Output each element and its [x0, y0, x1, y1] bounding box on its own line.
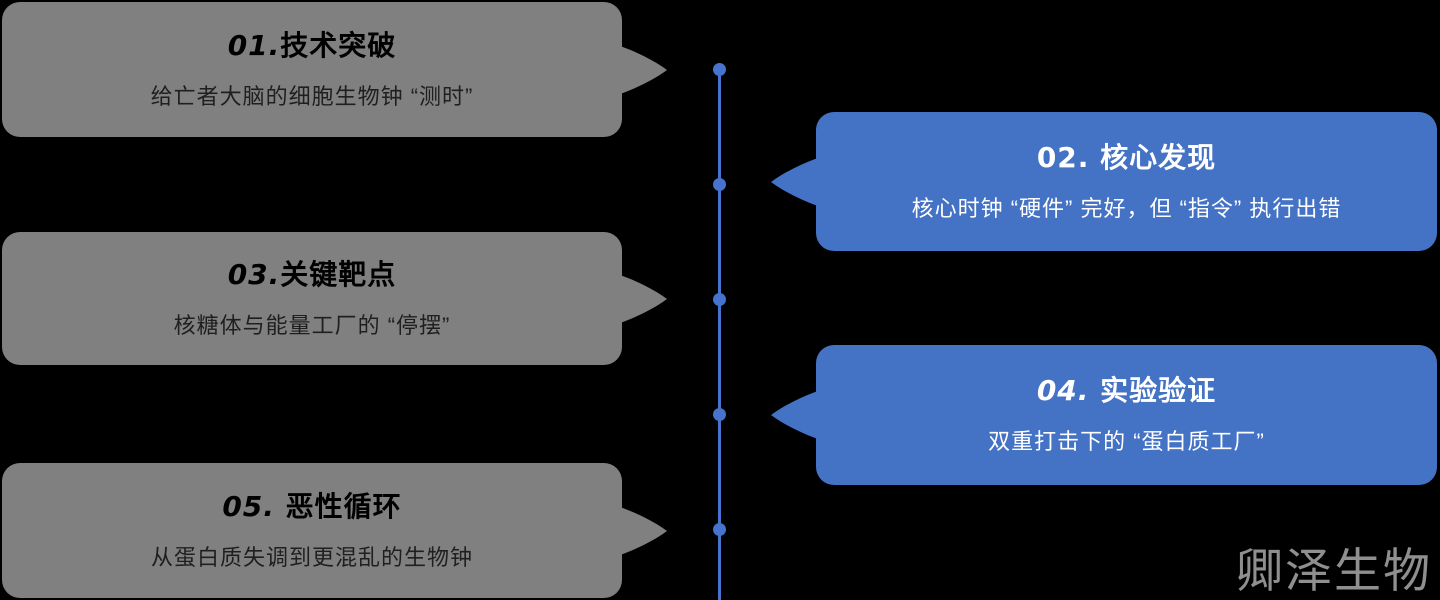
step-title-text: 实验验证 [1100, 375, 1217, 406]
step-title-text: 关键靶点 [280, 258, 397, 290]
step-title-text: 技术突破 [280, 29, 397, 61]
step-number: 02. [1036, 140, 1101, 174]
step-bubble-03: 03.关键靶点 核糖体与能量工厂的 “停摆” [2, 232, 667, 365]
timeline-node-5 [713, 523, 726, 536]
step-bubble-05: 05. 恶性循环 从蛋白质失调到更混乱的生物钟 [2, 463, 667, 598]
step-title: 01.技术突破 [227, 28, 397, 62]
timeline-line [718, 69, 721, 600]
step-subtitle: 从蛋白质失调到更混乱的生物钟 [150, 544, 473, 570]
step-title: 04. 实验验证 [1037, 377, 1216, 405]
step-bubble-04: 04. 实验验证 双重打击下的 “蛋白质工厂” [771, 345, 1437, 485]
bubble-tail-left-icon [771, 157, 818, 206]
timeline-node-3 [713, 293, 726, 306]
bubble-tail-right-icon [620, 506, 667, 555]
timeline-node-4 [713, 408, 726, 421]
step-title: 03.关键靶点 [227, 257, 397, 291]
step-bubble-02: 02. 核心发现 核心时钟 “硬件” 完好，但 “指令” 执行出错 [771, 112, 1437, 251]
step-bubble-01: 01.技术突破 给亡者大脑的细胞生物钟 “测时” [2, 2, 667, 137]
step-number: 04. [1036, 374, 1101, 407]
timeline-node-1 [713, 63, 726, 76]
bubble-tail-right-icon [620, 45, 667, 94]
bubble-tail-left-icon [771, 391, 818, 439]
step-number: 03. [227, 257, 281, 291]
step-number: 01. [227, 28, 281, 62]
brand-watermark: 卿泽生物 [1236, 546, 1432, 598]
step-subtitle: 核糖体与能量工厂的 “停摆” [173, 312, 451, 338]
step-subtitle: 给亡者大脑的细胞生物钟 “测时” [150, 83, 474, 109]
timeline-node-2 [713, 178, 726, 191]
step-title: 02. 核心发现 [1036, 140, 1217, 174]
step-title: 05. 恶性循环 [222, 489, 402, 523]
step-subtitle: 核心时钟 “硬件” 完好，但 “指令” 执行出错 [911, 195, 1342, 221]
step-title-text: 核心发现 [1100, 141, 1217, 173]
step-number: 05. [222, 489, 286, 523]
bubble-tail-right-icon [620, 274, 667, 323]
step-title-text: 恶性循环 [285, 490, 402, 522]
step-subtitle: 双重打击下的 “蛋白质工厂” [988, 429, 1265, 454]
